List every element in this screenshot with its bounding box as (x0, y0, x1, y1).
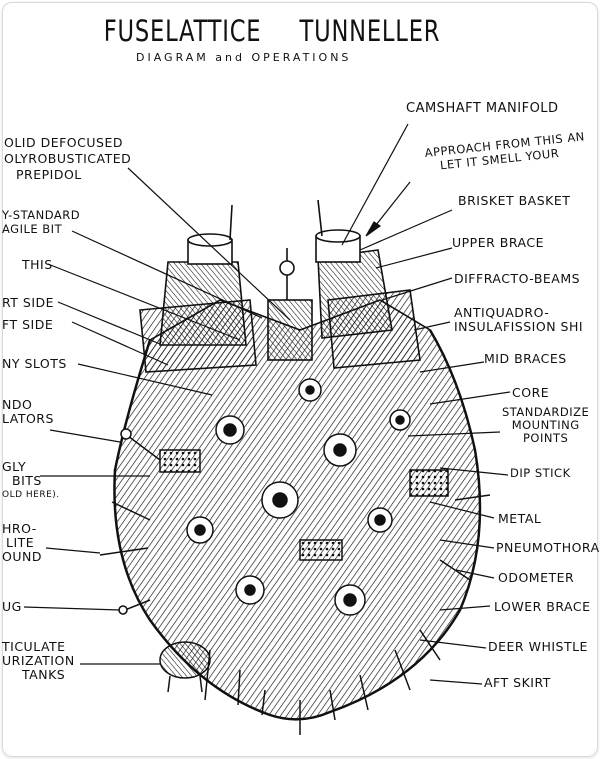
diagram-subtitle: DIAGRAM and OPERATIONS (136, 51, 352, 64)
left-tower (139, 204, 257, 373)
label-hro-lite-ound: HRO- LITE OUND (2, 521, 42, 564)
label-metal: METAL (498, 511, 542, 526)
label-mid-braces: MID BRACES (484, 351, 567, 366)
left-attachments (99, 428, 211, 693)
right-tower (315, 199, 421, 369)
label-diffracto-beams: DIFFRACTO-BEAMS (454, 271, 581, 286)
label-deer-whistle: DEER WHISTLE (488, 639, 588, 654)
label-gly-bits: GLY BITS OLD HERE). (2, 459, 60, 501)
central-shaft (267, 248, 313, 361)
label-core: CORE (512, 385, 550, 400)
diagram-title: FUSELATTICE TUNNELLER (0, 8, 468, 48)
label-this: THIS (22, 257, 53, 272)
label-pneumothor: PNEUMOTHORA (496, 540, 600, 555)
label-ug: UG (2, 599, 22, 614)
label-solid-defocused: OLID DEFOCUSED OLYROBUSTICATED PREPIDOL (4, 135, 132, 182)
label-antiquadro: ANTIQUADRO- INSULAFISSION SHI (454, 305, 584, 334)
machine-body (113, 299, 482, 721)
label-standardize-mounting: STANDARDIZE MOUNTING POINTS (502, 405, 590, 445)
gears-and-parts (159, 378, 449, 616)
label-side-1: RT SIDE (2, 295, 55, 310)
label-slots: NY SLOTS (2, 356, 67, 371)
leader-lines-right (341, 123, 511, 685)
title-word-tunneller: TUNNELLER (299, 14, 441, 48)
label-lower-brace: LOWER BRACE (494, 599, 591, 614)
label-ndo-lators: NDO LATORS (2, 397, 54, 426)
label-particulate-tanks: TICULATE URIZATION TANKS (2, 639, 75, 682)
label-standard-fragile-bit: Y-STANDARD AGILE BIT (2, 208, 81, 236)
title-word-fuselattice: FUSELATTICE (103, 14, 262, 48)
label-camshaft-manifold: CAMSHAFT MANIFOLD (406, 101, 559, 116)
label-side-2: FT SIDE (2, 317, 54, 332)
leader-lines-left (23, 167, 291, 665)
label-brisket-basket: BRISKET BASKET (458, 193, 571, 208)
label-upper-brace: UPPER BRACE (452, 235, 544, 250)
label-odometer: ODOMETER (498, 570, 575, 585)
label-aft-skirt: AFT SKIRT (484, 675, 551, 690)
label-dip-stick: DIP STICK (510, 466, 571, 480)
